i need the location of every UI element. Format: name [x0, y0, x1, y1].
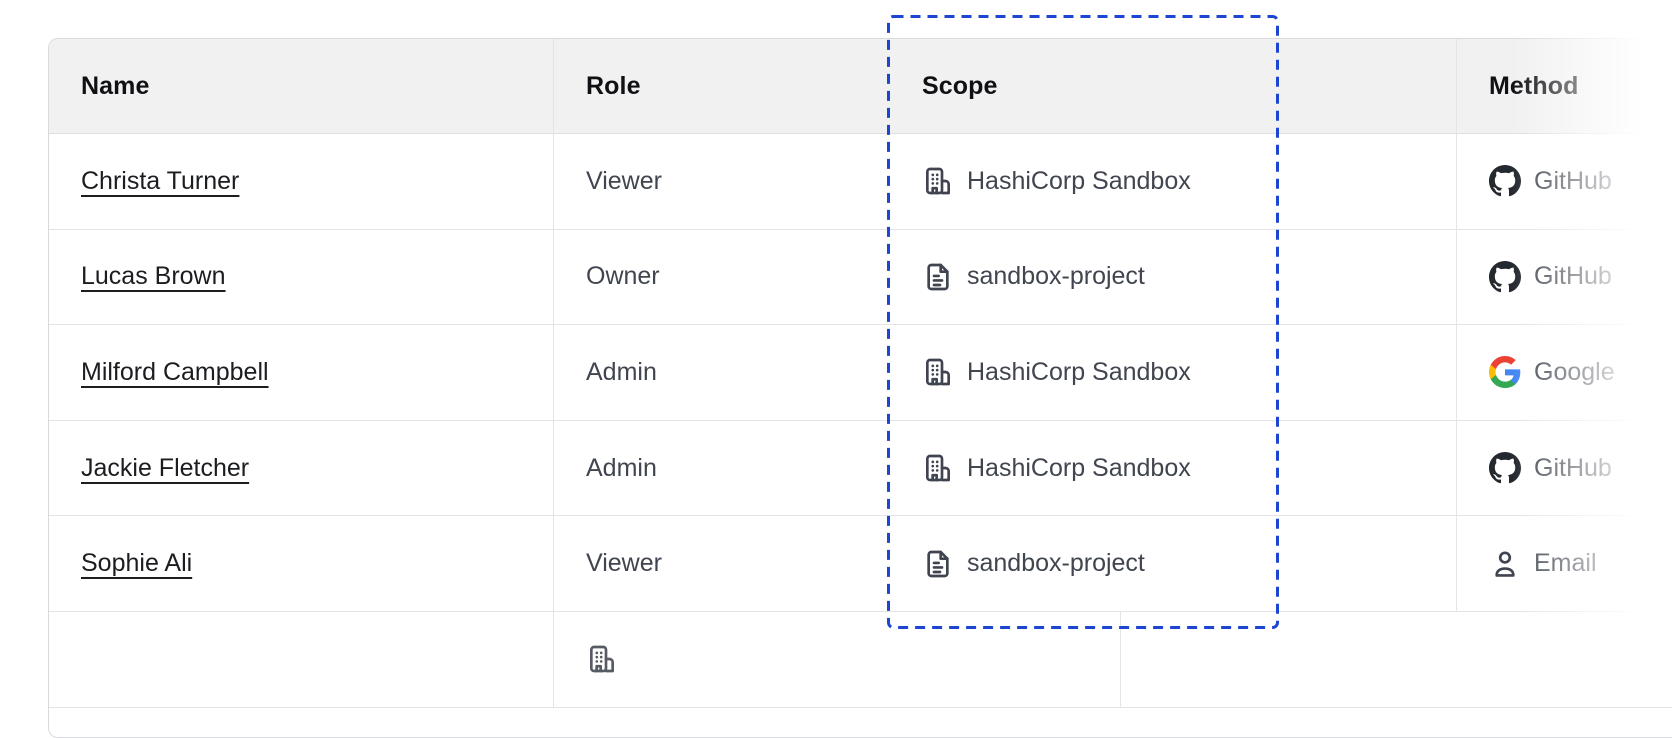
scope-cell: HashiCorp Sandbox: [890, 325, 1278, 420]
building-icon: [922, 356, 954, 388]
table-row: Milford Campbell Admin HashiCorp Sandbox…: [49, 325, 1672, 421]
role-cell: Owner: [586, 262, 660, 291]
building-icon: [586, 643, 618, 675]
member-name-link[interactable]: Milford Campbell: [81, 357, 269, 386]
column-header-scope: Scope: [922, 71, 998, 100]
method-label: Google: [1534, 357, 1615, 386]
table-row-partial: [49, 611, 1672, 708]
method-label: GitHub: [1534, 262, 1612, 291]
table-row: Jackie Fletcher Admin HashiCorp Sandbox …: [49, 420, 1672, 517]
spacer-cell: [1278, 229, 1457, 325]
member-name-link[interactable]: Sophie Ali: [81, 549, 193, 578]
method-cell: Google: [1457, 325, 1672, 420]
spacer-cell: [942, 611, 1121, 707]
method-label: Email: [1534, 549, 1597, 578]
role-cell: Admin: [586, 357, 657, 386]
file-text-icon: [922, 261, 954, 293]
scope-cell: HashiCorp Sandbox: [890, 421, 1278, 516]
scope-label: HashiCorp Sandbox: [967, 357, 1191, 386]
method-cell: GitHub: [1457, 230, 1672, 325]
table-row: Sophie Ali Viewer sandbox-project Email: [49, 516, 1672, 612]
method-cell: GitHub: [1457, 421, 1672, 516]
scope-label: sandbox-project: [967, 549, 1145, 578]
scope-label: sandbox-project: [967, 262, 1145, 291]
scope-cell: HashiCorp Sandbox: [890, 134, 1278, 229]
google-icon: [1489, 356, 1521, 388]
member-name-link[interactable]: Jackie Fletcher: [81, 453, 250, 482]
github-icon: [1489, 261, 1521, 293]
method-cell: GitHub: [1457, 134, 1672, 229]
scope-label: HashiCorp Sandbox: [967, 453, 1191, 482]
members-table-screen: Name Role Scope Method Christa Turner Vi…: [48, 0, 1672, 738]
method-cell: Email: [1457, 516, 1672, 611]
table-header-row: Name Role Scope Method: [49, 39, 1672, 134]
spacer-cell: [1278, 134, 1457, 229]
scope-cell: [554, 612, 942, 707]
building-icon: [922, 452, 954, 484]
method-label: GitHub: [1534, 166, 1612, 195]
building-icon: [922, 165, 954, 197]
role-cell: Admin: [586, 453, 657, 482]
members-table: Name Role Scope Method Christa Turner Vi…: [48, 38, 1672, 738]
column-header-spacer: [1278, 39, 1457, 133]
spacer-cell: [1278, 420, 1457, 516]
method-cell: [1121, 612, 1672, 707]
table-row: Christa Turner Viewer HashiCorp Sandbox …: [49, 134, 1672, 230]
scope-label: HashiCorp Sandbox: [967, 166, 1191, 195]
email-user-icon: [1489, 548, 1521, 580]
spacer-cell: [1278, 325, 1457, 420]
member-name-link[interactable]: Christa Turner: [81, 166, 240, 195]
file-text-icon: [922, 548, 954, 580]
table-body: Christa Turner Viewer HashiCorp Sandbox …: [49, 134, 1672, 708]
spacer-cell: [1278, 516, 1457, 611]
table-row: Lucas Brown Owner sandbox-project GitHub: [49, 229, 1672, 326]
column-header-method: Method: [1489, 71, 1579, 100]
method-label: GitHub: [1534, 453, 1612, 482]
column-header-role: Role: [586, 71, 641, 100]
scope-cell: sandbox-project: [890, 516, 1278, 611]
member-name-link[interactable]: Lucas Brown: [81, 262, 226, 291]
column-header-name: Name: [49, 39, 554, 133]
github-icon: [1489, 165, 1521, 197]
role-cell: Viewer: [586, 166, 662, 195]
scope-cell: sandbox-project: [890, 230, 1278, 325]
github-icon: [1489, 452, 1521, 484]
role-cell: Viewer: [586, 549, 662, 578]
